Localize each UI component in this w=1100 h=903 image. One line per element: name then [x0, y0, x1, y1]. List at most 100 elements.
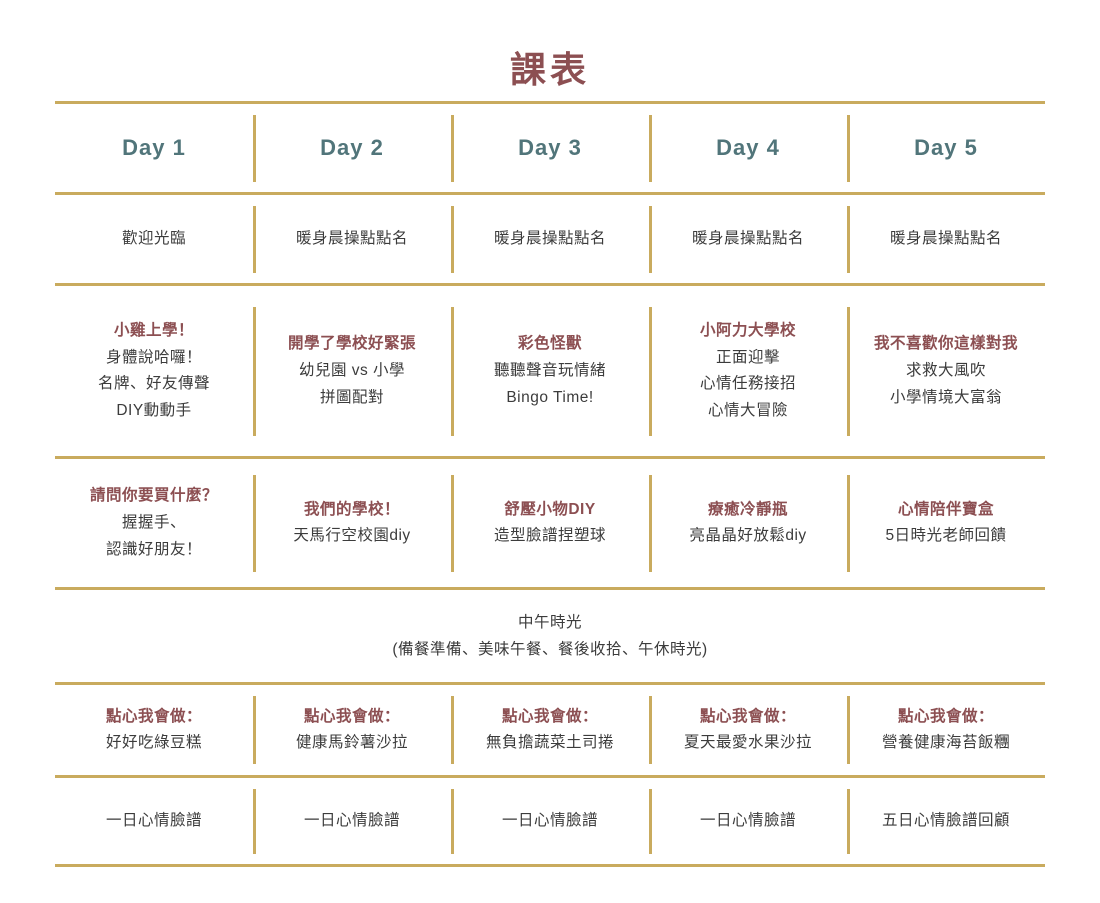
- cell-line: 造型臉譜捏塑球: [493, 527, 606, 545]
- schedule-body: Day 1 Day 2 Day 3 Day 4 Day 5: [55, 101, 1045, 868]
- cell-line: 一日心情臉譜: [105, 811, 202, 829]
- cell-line: 幼兒園 vs 小學: [298, 361, 406, 379]
- rule-cell: [55, 587, 1045, 591]
- cell-morning-call-day-4: 暖身晨操點點名: [649, 195, 847, 283]
- cell-line: 五日心情臉譜回顧: [881, 811, 1010, 829]
- row-morning-session: 小雞上學！ 身體說哈囉！ 名牌、好友傳聲 DIY動動手 開學了學校好緊張幼兒園 vs …: [55, 286, 1045, 456]
- cell-line-heading: 小阿力大學校: [699, 321, 796, 339]
- horizontal-rule: [55, 587, 1045, 591]
- cell-line: 一日心情臉譜: [699, 811, 796, 829]
- table-rule-after-header: [55, 192, 1045, 196]
- cell-activity-session-day-2: 我們的學校！ 天馬行空校園diy: [253, 459, 451, 587]
- table-rule-bottom: [55, 864, 1045, 868]
- cell-lines: 我們的學校！ 天馬行空校園diy: [259, 497, 445, 550]
- cell-lines: 小阿力大學校正面迎擊心情任務接招心情大冒險: [655, 318, 841, 425]
- cell-snack-day-4: 點心我會做：夏天最愛水果沙拉: [649, 685, 847, 775]
- cell-line: 小學情境大富翁: [889, 388, 1002, 406]
- row-activity-session: 請問你要買什麼？握握手、認識好朋友！ 我們的學校！天馬行空校園diy 舒壓小物D…: [55, 459, 1045, 587]
- rule-cell: [55, 192, 1045, 196]
- cell-line: 健康馬鈴薯沙拉: [295, 734, 408, 752]
- cell-line-heading: 我們的學校！: [303, 500, 400, 518]
- cell-line-heading: 開學了學校好緊張: [287, 335, 416, 353]
- page-title: 課表: [509, 49, 590, 90]
- cell-lines: 暖身晨操點點名: [655, 226, 841, 253]
- cell-morning-call-day-5: 暖身晨操點點名: [847, 195, 1045, 283]
- cell-lines: 我不喜歡你這樣對我求救大風吹小學情境大富翁: [853, 331, 1039, 411]
- cell-morning-session-day-2: 開學了學校好緊張幼兒園 vs 小學拼圖配對: [253, 286, 451, 456]
- cell-line-heading: 點心我會做：: [501, 707, 598, 725]
- cell-line: 暖身晨操點點名: [889, 229, 1002, 247]
- cell-activity-session-day-4: 療癒冷靜瓶亮晶晶好放鬆diy: [649, 459, 847, 587]
- cell-line: 好好吃綠豆糕: [105, 734, 202, 752]
- cell-morning-call-day-1: 歡迎光臨: [55, 195, 253, 283]
- cell-morning-session-day-1: 小雞上學！ 身體說哈囉！ 名牌、好友傳聲 DIY動動手: [55, 286, 253, 456]
- cell-lines: 舒壓小物DIY 造型臉譜捏塑球: [457, 497, 643, 550]
- column-header-label: Day 1: [122, 135, 186, 161]
- cell-morning-call-day-2: 暖身晨操點點名: [253, 195, 451, 283]
- cell-line: 拼圖配對: [319, 388, 384, 406]
- horizontal-rule: [55, 775, 1045, 779]
- cell-line: 中午時光: [517, 614, 582, 632]
- cell-closing-day-1: 一日心情臉譜: [55, 778, 253, 864]
- cell-line: DIY動動手: [116, 401, 192, 419]
- header-row: Day 1 Day 2 Day 3 Day 4 Day 5: [55, 104, 1045, 192]
- cell-lines: 點心我會做：無負擔蔬菜土司捲: [457, 704, 643, 757]
- cell-lines: 請問你要買什麼？握握手、認識好朋友！: [61, 483, 247, 563]
- cell-line: 聽聽聲音玩情緒: [493, 361, 606, 379]
- cell-lines: 一日心情臉譜: [655, 808, 841, 835]
- cell-line: 身體說哈囉！: [105, 348, 202, 366]
- column-header-label: Day 3: [518, 135, 582, 161]
- rule-cell: [55, 101, 1045, 105]
- cell-line-heading: 小雞上學！: [113, 321, 194, 339]
- cell-morning-session-day-4: 小阿力大學校正面迎擊心情任務接招心情大冒險: [649, 286, 847, 456]
- cell-line: 暖身晨操點點名: [691, 229, 804, 247]
- rule-cell: [55, 456, 1045, 460]
- cell-closing-day-2: 一日心情臉譜: [253, 778, 451, 864]
- cell-line: 心情任務接招: [699, 375, 796, 393]
- cell-line: Bingo Time!: [506, 388, 594, 406]
- cell-line: 認識好朋友！: [105, 540, 202, 558]
- row-morning-call: 歡迎光臨 暖身晨操點點名 暖身晨操點點名 暖身晨操點點名 暖身晨操點點名: [55, 195, 1045, 283]
- cell-lines: 一日心情臉譜: [457, 808, 643, 835]
- cell-line: 亮晶晶好放鬆diy: [689, 527, 807, 545]
- cell-lines: 點心我會做：好好吃綠豆糕: [61, 704, 247, 757]
- cell-lines: 一日心情臉譜: [259, 808, 445, 835]
- horizontal-rule: [55, 456, 1045, 460]
- cell-activity-session-day-3: 舒壓小物DIY 造型臉譜捏塑球: [451, 459, 649, 587]
- row-snack: 點心我會做：好好吃綠豆糕 點心我會做：健康馬鈴薯沙拉 點心我會做：無負擔蔬菜土司…: [55, 685, 1045, 775]
- table-rule-after-morning-session: [55, 456, 1045, 460]
- cell-line: 歡迎光臨: [121, 229, 186, 247]
- cell-line-heading: 我不喜歡你這樣對我: [873, 335, 1018, 353]
- table-rule-before-lunch: [55, 587, 1045, 591]
- cell-line: (備餐準備、美味午餐、餐後收拾、午休時光): [392, 641, 708, 659]
- cell-line: 天馬行空校園diy: [293, 527, 411, 545]
- cell-lunch: 中午時光 (備餐準備、美味午餐、餐後收拾、午休時光): [55, 590, 1045, 682]
- cell-snack-day-1: 點心我會做：好好吃綠豆糕: [55, 685, 253, 775]
- column-header-label: Day 4: [716, 135, 780, 161]
- row-closing: 一日心情臉譜 一日心情臉譜 一日心情臉譜 一日心情臉譜 五日心情臉譜回顧: [55, 778, 1045, 864]
- column-header-day-4: Day 4: [649, 104, 847, 192]
- cell-lines: 一日心情臉譜: [61, 808, 247, 835]
- cell-line-heading: 心情陪伴寶盒: [897, 500, 994, 518]
- column-header-day-1: Day 1: [55, 104, 253, 192]
- cell-closing-day-5: 五日心情臉譜回顧: [847, 778, 1045, 864]
- cell-line-heading: 舒壓小物DIY: [504, 500, 596, 518]
- cell-lines: 小雞上學！ 身體說哈囉！ 名牌、好友傳聲 DIY動動手: [61, 318, 247, 425]
- table-rule-after-snack: [55, 775, 1045, 779]
- schedule-table: Day 1 Day 2 Day 3 Day 4 Day 5: [55, 101, 1045, 868]
- cell-line: 握握手、: [121, 513, 186, 531]
- horizontal-rule: [55, 101, 1045, 105]
- cell-lines: 開學了學校好緊張幼兒園 vs 小學拼圖配對: [259, 331, 445, 411]
- column-header-label: Day 5: [914, 135, 978, 161]
- column-header-day-3: Day 3: [451, 104, 649, 192]
- table-rule-top: [55, 101, 1045, 105]
- cell-line: 暖身晨操點點名: [295, 229, 408, 247]
- cell-line: 名牌、好友傳聲: [97, 375, 210, 393]
- cell-lines: 療癒冷靜瓶亮晶晶好放鬆diy: [655, 497, 841, 550]
- cell-snack-day-2: 點心我會做：健康馬鈴薯沙拉: [253, 685, 451, 775]
- cell-line: 5日時光老師回饋: [885, 527, 1007, 545]
- cell-lines: 點心我會做：健康馬鈴薯沙拉: [259, 704, 445, 757]
- cell-lines: 暖身晨操點點名: [853, 226, 1039, 253]
